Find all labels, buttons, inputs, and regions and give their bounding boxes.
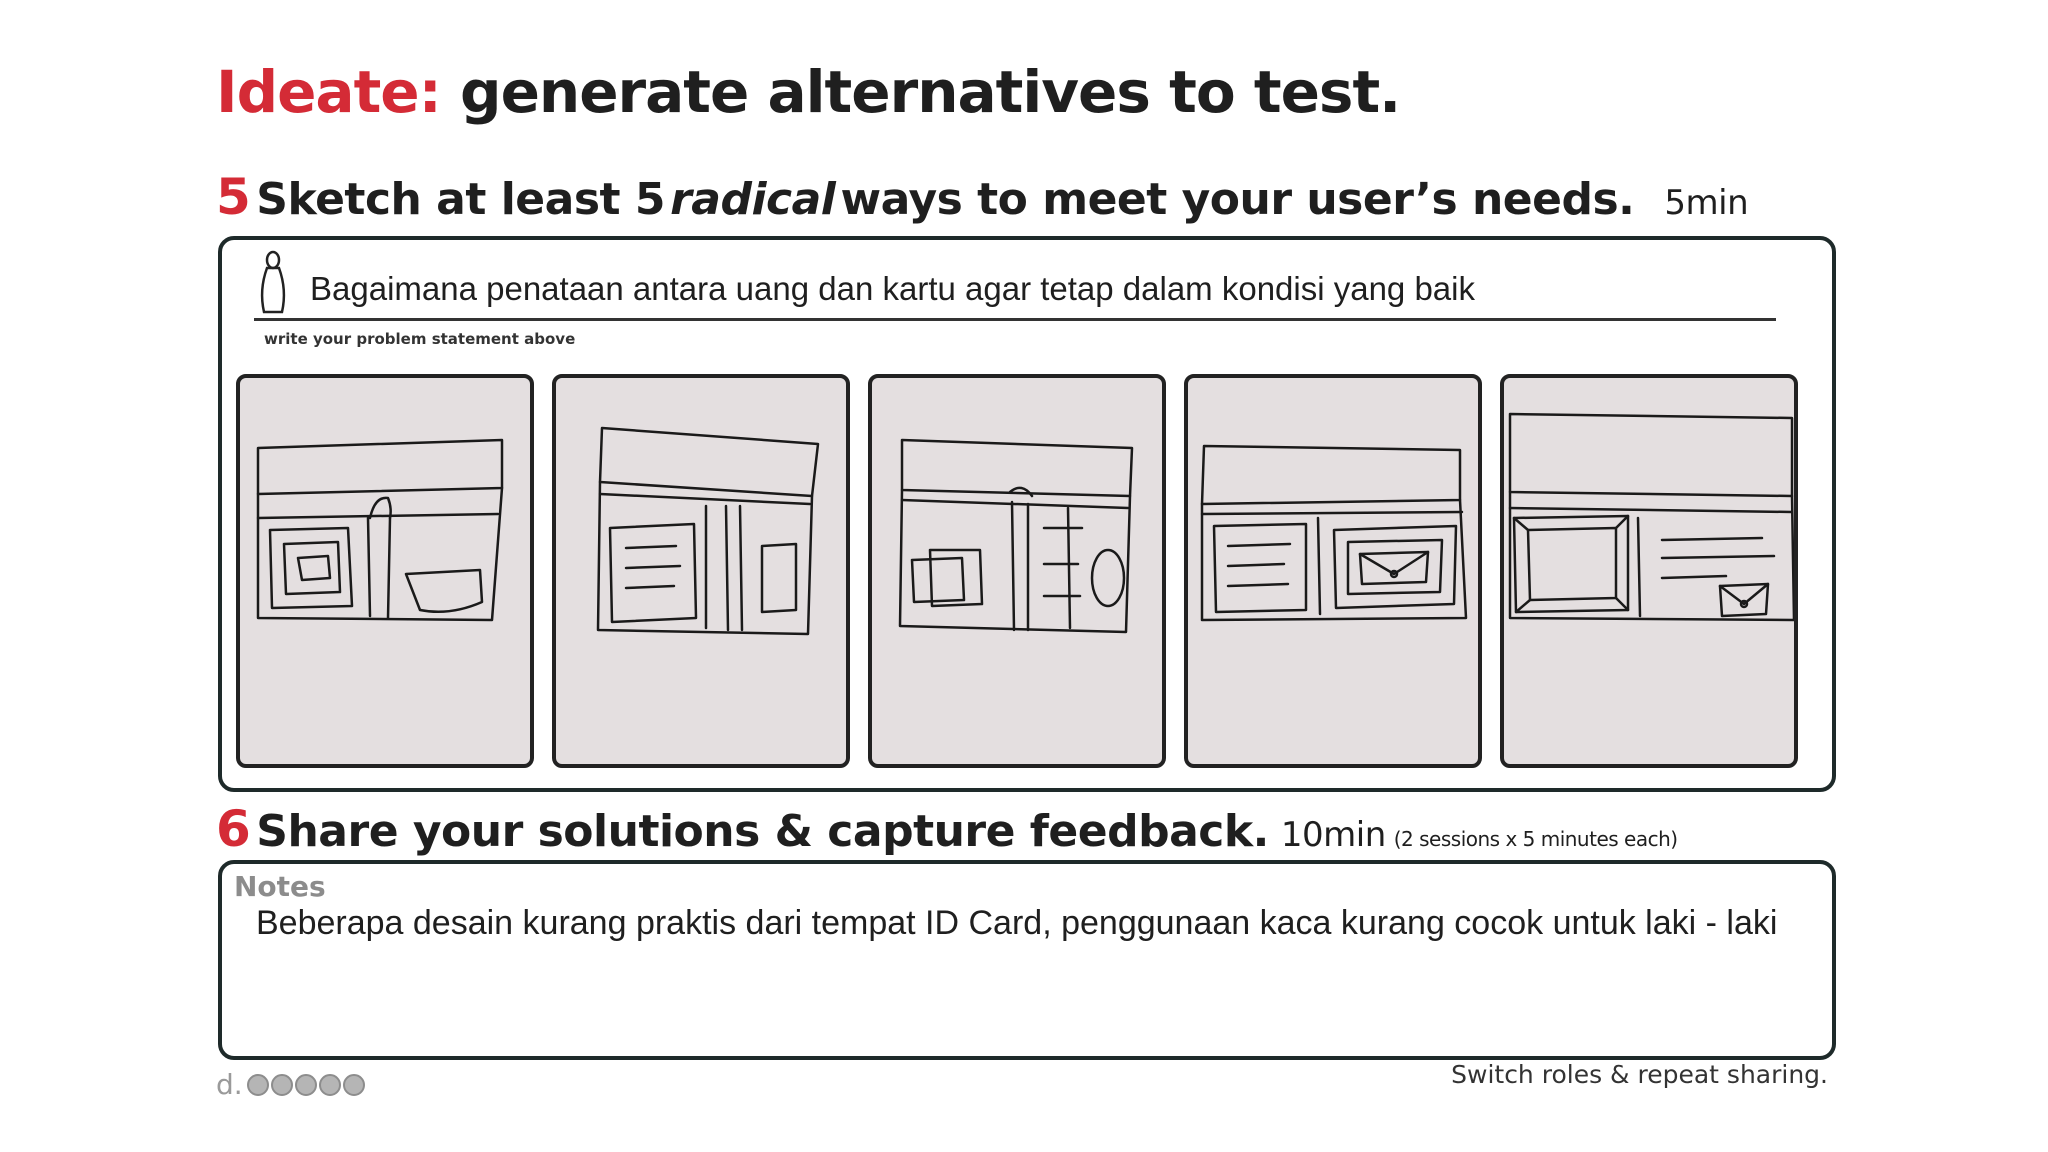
- step-5-text-before: Sketch at least 5: [256, 174, 665, 225]
- sketch-panel-1: [236, 374, 534, 768]
- notes-label: Notes: [234, 870, 326, 903]
- problem-hint: write your problem statement above: [264, 330, 576, 348]
- page-title: Ideate: generate alternatives to test.: [216, 58, 1401, 126]
- logo-dot-icon: [294, 1073, 317, 1096]
- logo-dot-icon: [246, 1073, 269, 1096]
- sketch-panel-4: [1184, 374, 1482, 768]
- problem-divider: [254, 318, 1776, 321]
- sketch-panel-3: [868, 374, 1166, 768]
- logo-text: d.: [216, 1068, 243, 1101]
- person-icon: [260, 250, 286, 314]
- notes-frame: Notes Beberapa desain kurang praktis dar…: [218, 860, 1836, 1060]
- step-5-number: 5: [216, 168, 251, 226]
- sketch-panel-2: [552, 374, 850, 768]
- step-5-text-after: ways to meet your user’s needs.: [840, 174, 1635, 225]
- logo-dot-icon: [270, 1073, 293, 1096]
- title-rest: generate alternatives to test.: [460, 58, 1401, 126]
- step-6-number: 6: [216, 800, 251, 858]
- step-6-text: Share your solutions & capture feedback.: [256, 806, 1269, 857]
- step-6-duration: 10min: [1280, 815, 1386, 855]
- notes-text: Beberapa desain kurang praktis dari temp…: [256, 904, 1778, 942]
- footer-note: Switch roles & repeat sharing.: [1451, 1060, 1828, 1089]
- step-5-text-italic: radical: [670, 174, 836, 225]
- sketch-panel-5: [1500, 374, 1798, 768]
- logo-dot-icon: [342, 1073, 365, 1096]
- sketch-frame: Bagaimana penataan antara uang dan kartu…: [218, 236, 1836, 792]
- title-accent: Ideate:: [216, 58, 442, 126]
- problem-statement: Bagaimana penataan antara uang dan kartu…: [310, 270, 1475, 307]
- dschool-logo: d.: [216, 1068, 365, 1101]
- step-6-sub: (2 sessions x 5 minutes each): [1393, 827, 1678, 851]
- logo-dot-icon: [318, 1073, 341, 1096]
- step-5-duration: 5min: [1664, 183, 1749, 223]
